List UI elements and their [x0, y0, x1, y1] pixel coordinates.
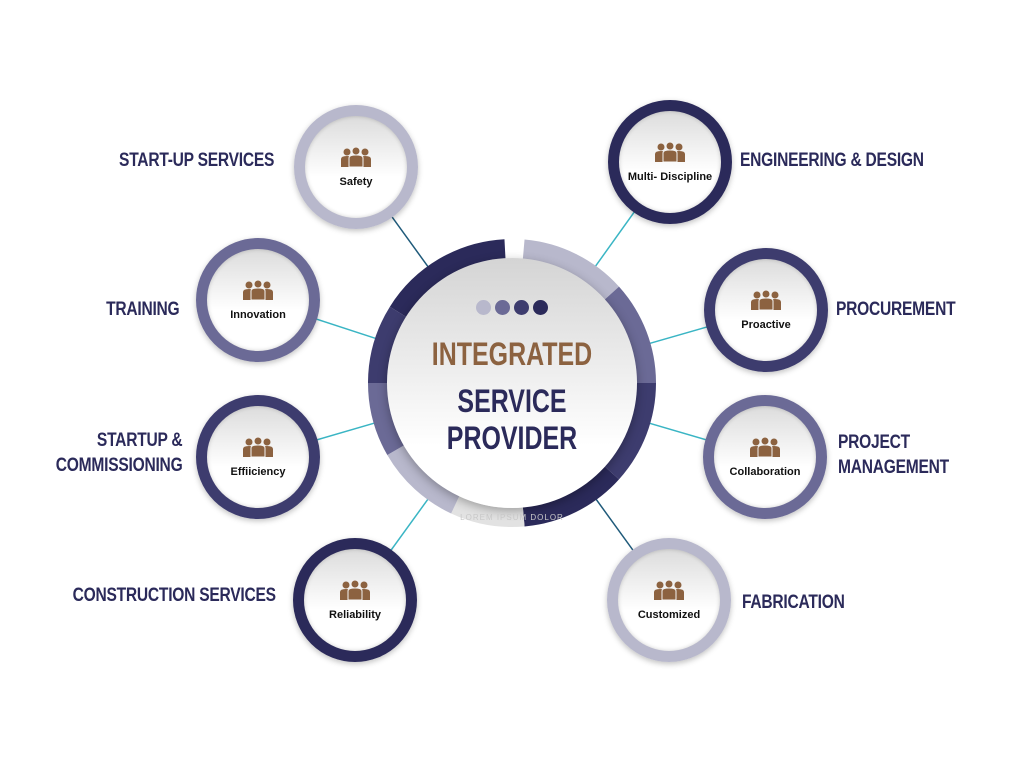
ring-segment — [389, 239, 506, 319]
node-efficiency: Effiiciency — [196, 395, 320, 519]
node-proactive: Proactive — [704, 248, 828, 372]
label-line: STARTUP & — [96, 430, 182, 451]
node-collaboration: Collaboration — [703, 395, 827, 519]
ring-segment — [368, 382, 407, 455]
node-label: Innovation — [230, 308, 286, 321]
people-group-icon — [338, 579, 372, 605]
node-reliability: Reliability — [293, 538, 417, 662]
ring-segment — [522, 464, 620, 527]
node-label: Reliability — [329, 608, 381, 621]
node-label: Proactive — [741, 318, 791, 331]
dot — [495, 300, 510, 315]
node-label: Safety — [339, 175, 373, 188]
center-footer-text: LOREM IPSUM DOLOR — [460, 513, 564, 522]
people-group-icon — [339, 146, 373, 172]
node-label: Effiiciency — [230, 465, 286, 478]
people-group-icon — [653, 141, 687, 167]
people-group-icon — [748, 436, 782, 462]
center-title-line2: SERVICE PROVIDER — [446, 383, 578, 456]
center-title-line1: INTEGRATED — [431, 336, 593, 372]
label-start-up-services: START-UP SERVICES — [118, 150, 274, 171]
node-label: Customized — [637, 608, 701, 621]
node-label: Multi- Discipline — [627, 170, 713, 183]
center-hub: INTEGRATED SERVICE PROVIDER LOREM IPSUM … — [387, 258, 637, 522]
dots-indicator — [387, 300, 637, 315]
label-line: COMMISSIONING — [55, 455, 182, 476]
ring-segment — [522, 239, 620, 302]
node-innovation: Innovation — [196, 238, 320, 362]
ring-segment — [451, 493, 525, 527]
node-multi-discipline: Multi- Discipline — [608, 100, 732, 224]
node-label: Collaboration — [729, 465, 801, 478]
dot — [533, 300, 548, 315]
label-line: PROJECT — [838, 432, 910, 453]
ring-segment — [602, 286, 656, 384]
node-safety: Safety — [294, 105, 418, 229]
people-group-icon — [241, 279, 275, 305]
ring-segment — [602, 382, 656, 480]
label-engineering-design: ENGINEERING & DESIGN — [740, 150, 924, 171]
dot — [476, 300, 491, 315]
people-group-icon — [241, 436, 275, 462]
label-startup-commissioning: STARTUP & COMMISSIONING — [55, 428, 182, 478]
people-group-icon — [749, 289, 783, 315]
label-project-management: PROJECT MANAGEMENT — [838, 430, 949, 480]
dot — [514, 300, 529, 315]
people-group-icon — [652, 579, 686, 605]
label-construction-services: CONSTRUCTION SERVICES — [72, 585, 276, 606]
ring-segment — [387, 443, 461, 514]
label-procurement: PROCUREMENT — [836, 299, 956, 320]
label-line: MANAGEMENT — [838, 457, 949, 478]
ring-segment — [368, 306, 409, 384]
label-fabrication: FABRICATION — [742, 592, 845, 613]
node-customized: Customized — [607, 538, 731, 662]
label-training: TRAINING — [105, 299, 180, 320]
